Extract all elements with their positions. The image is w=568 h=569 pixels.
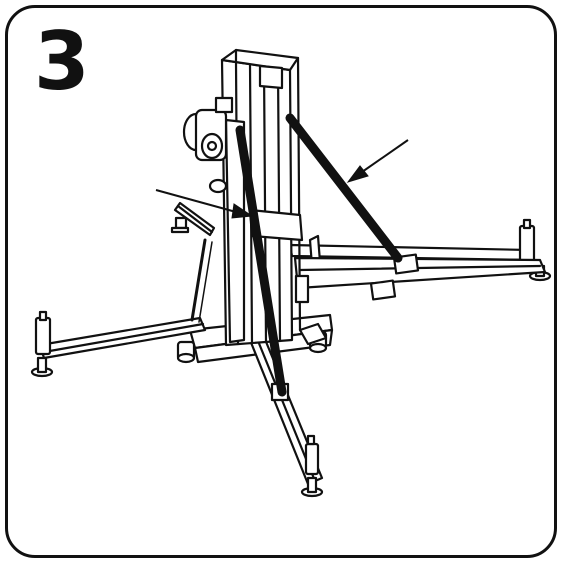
left-support-strut: [190, 238, 213, 323]
left-front-outrigger: [30, 310, 207, 378]
pointer-arrows: [155, 139, 409, 219]
brace-bars: [235, 113, 403, 397]
winch: [182, 96, 234, 194]
rear-right-leg: [294, 274, 328, 346]
front-brace-bar: [235, 125, 287, 397]
telescopic-mast: [220, 48, 304, 347]
rear-left-leg: [170, 201, 216, 237]
right-lower-outrigger: [293, 256, 547, 290]
step-number: 3: [34, 15, 90, 108]
arrow-to-rear-brace: [346, 139, 409, 183]
front-outrigger: [248, 330, 324, 498]
arrow-to-front-brace: [155, 189, 254, 219]
rear-brace-bar: [285, 113, 403, 263]
